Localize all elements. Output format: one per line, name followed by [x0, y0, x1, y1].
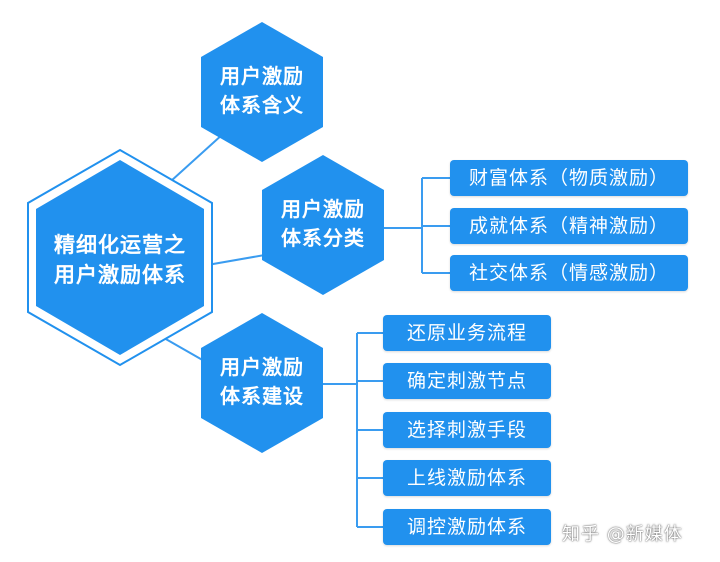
- construction-step-3: 选择刺激手段: [383, 412, 551, 448]
- construction-step-1: 还原业务流程: [383, 315, 551, 351]
- construction-step-4: 上线激励体系: [383, 460, 551, 496]
- definition-hexagon: [201, 22, 323, 162]
- construction-hexagon: [201, 313, 323, 453]
- classification-item-wealth: 财富体系（物质激励）: [450, 160, 688, 196]
- definition-label-line2: 体系含义: [220, 93, 304, 117]
- definition-label-line1: 用户激励: [220, 64, 304, 88]
- construction-label-line2: 体系建设: [220, 384, 304, 408]
- classification-label-line2: 体系分类: [281, 226, 365, 250]
- center-title-line2: 用户激励体系: [54, 263, 186, 288]
- construction-step-5: 调控激励体系: [383, 509, 551, 545]
- classification-item-achievement: 成就体系（精神激励）: [450, 208, 688, 244]
- classification-label: 用户激励 体系分类: [262, 195, 384, 253]
- definition-label: 用户激励 体系含义: [201, 62, 323, 120]
- construction-step-2: 确定刺激节点: [383, 363, 551, 399]
- center-title-line1: 精细化运营之: [54, 233, 186, 257]
- watermark: 知乎 @新媒体: [562, 524, 683, 545]
- center-title: 精细化运营之 用户激励体系: [36, 230, 204, 291]
- classification-item-social: 社交体系（情感激励）: [450, 255, 688, 291]
- center-hexagon: [36, 160, 204, 355]
- construction-label-line1: 用户激励: [220, 355, 304, 379]
- construction-label: 用户激励 体系建设: [201, 353, 323, 411]
- classification-hexagon: [262, 155, 384, 295]
- classification-label-line1: 用户激励: [281, 197, 365, 221]
